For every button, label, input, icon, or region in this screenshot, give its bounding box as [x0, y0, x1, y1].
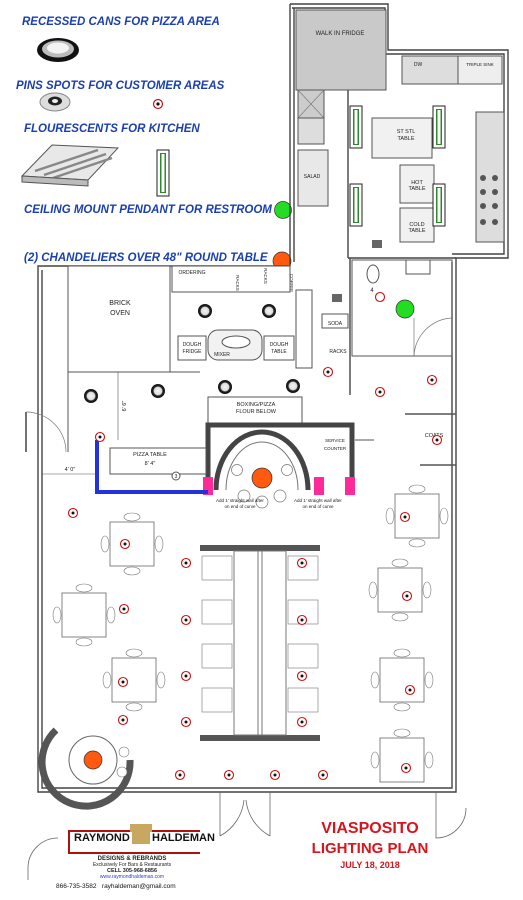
- building-walls: [37, 3, 509, 793]
- logo-email: rayhaldeman@gmail.com: [101, 883, 176, 890]
- walk-in-fridge-label: WALK IN FRIDGE: [316, 31, 365, 37]
- ordering-label: ORDERING: [179, 270, 206, 276]
- logo-cell: CELL 305-968-6856: [106, 868, 158, 874]
- soda-label: SODA: [328, 321, 343, 327]
- kitchen-fluorescent-fixtures: [349, 105, 446, 227]
- triple-sink-label: TRIPLE SINK: [466, 62, 494, 67]
- wall-note-left-2: on end of curve: [224, 504, 256, 509]
- restroom-sink: [405, 259, 431, 275]
- round-booth: [38, 727, 134, 810]
- pink-wall-left: [203, 477, 213, 495]
- st-stl-table-label-1: ST STL: [397, 129, 416, 135]
- plan-date: JULY 18, 2018: [340, 860, 400, 870]
- circle-number: 3: [175, 474, 178, 480]
- racks-label-2: RACKS: [263, 268, 268, 284]
- coffee-label: COFFEE: [289, 274, 294, 292]
- legend-pin-spot-icon: [39, 92, 71, 112]
- cold-table-label-2: TABLE: [408, 228, 425, 234]
- st-stl-table-label-2: TABLE: [397, 136, 414, 142]
- wall-note-left-1: Add 1' straight wall after: [216, 498, 264, 503]
- cold-table-label-1: COLD: [409, 222, 424, 228]
- legend-recessed-can-icon: [37, 38, 79, 62]
- logo-name-right: HALDEMAN: [150, 832, 217, 844]
- logo-phone: 866-735-3582: [56, 883, 97, 890]
- dough-fridge-label-1: DOUGH: [183, 342, 202, 348]
- logo-name-left: RAYMOND: [72, 832, 132, 844]
- pizza-table-dim: 8' 4": [145, 461, 156, 467]
- legend-pin-spots: PINS SPOTS FOR CUSTOMER AREAS: [16, 80, 225, 92]
- wall-note-right-2: on end of curve: [302, 504, 334, 509]
- dim-4-0: 4' 0": [65, 467, 76, 473]
- pizza-table-label: PIZZA TABLE: [133, 452, 167, 458]
- brick-oven: [67, 265, 171, 373]
- hot-table-label-2: TABLE: [408, 186, 425, 192]
- legend-chandeliers: (2) CHANDELIERS OVER 48" ROUND TABLE: [24, 252, 268, 264]
- legend-pin-spot-symbol: [152, 98, 164, 110]
- dough-table-label-1: DOUGH: [270, 342, 289, 348]
- dw-label: DW: [414, 62, 423, 68]
- legend-pendant-symbol: [274, 201, 292, 219]
- logo-sub: Exclusively For Bars & Restaurants: [92, 862, 172, 868]
- toilet: [366, 264, 380, 284]
- plan-title: VIASPOSITO: [321, 820, 419, 837]
- legend-pendant: CEILING MOUNT PENDANT FOR RESTROOM: [24, 204, 272, 216]
- legend-fluorescent-fixture-icon: [20, 144, 120, 187]
- dough-table-label-2: TABLE: [271, 349, 287, 355]
- chandelier-booth: [83, 750, 103, 770]
- dough-fridge-label-2: FRIDGE: [183, 349, 203, 355]
- brick-oven-label-2: OVEN: [110, 310, 130, 317]
- boxing-pizza-label-2: FLOUR BELOW: [236, 409, 277, 415]
- salad-label: SALAD: [304, 174, 321, 180]
- dining-chairs: [52, 484, 449, 769]
- entry-doors: [27, 792, 467, 880]
- dim-6-6: 6' 6": [122, 401, 128, 412]
- racks-label-1: RACKS: [235, 275, 240, 291]
- designer-logo: RAYMOND HALDEMAN DESIGNS & REBRANDS Excl…: [56, 824, 217, 890]
- legend-fluorescents: FLOURESCENTS FOR KITCHEN: [24, 123, 200, 135]
- service-counter-label-1: SERVICE: [325, 438, 345, 443]
- plan-subtitle: LIGHTING PLAN: [311, 840, 429, 857]
- logo-web: www.raymondhaldeman.com: [99, 874, 165, 880]
- walk-in-fridge: [295, 9, 387, 91]
- brick-oven-label-1: BRICK: [109, 300, 131, 307]
- legend-fluorescent-symbol: [156, 149, 170, 197]
- mixer-label: MIXER: [214, 352, 230, 358]
- service-counter-label-2: COUNTER: [324, 446, 347, 451]
- racks-label-3: RACKS: [329, 349, 347, 355]
- restroom-pendant: [395, 299, 415, 319]
- legend-recessed-cans: RECESSED CANS FOR PIZZA AREA: [22, 16, 220, 28]
- recessed-cans: [84, 304, 300, 403]
- pink-wall-right: [314, 477, 324, 495]
- boxing-pizza-label-1: BOXING/PIZZA: [237, 402, 276, 408]
- toilet-number: 4: [370, 288, 374, 294]
- hot-table-label-1: HOT: [411, 180, 423, 186]
- chandelier-center: [251, 467, 273, 489]
- blue-wall: [95, 440, 208, 494]
- logo-tagline: DESIGNS & REBRANDS: [97, 856, 167, 862]
- wall-note-right-1: Add 1' straight wall after: [294, 498, 342, 503]
